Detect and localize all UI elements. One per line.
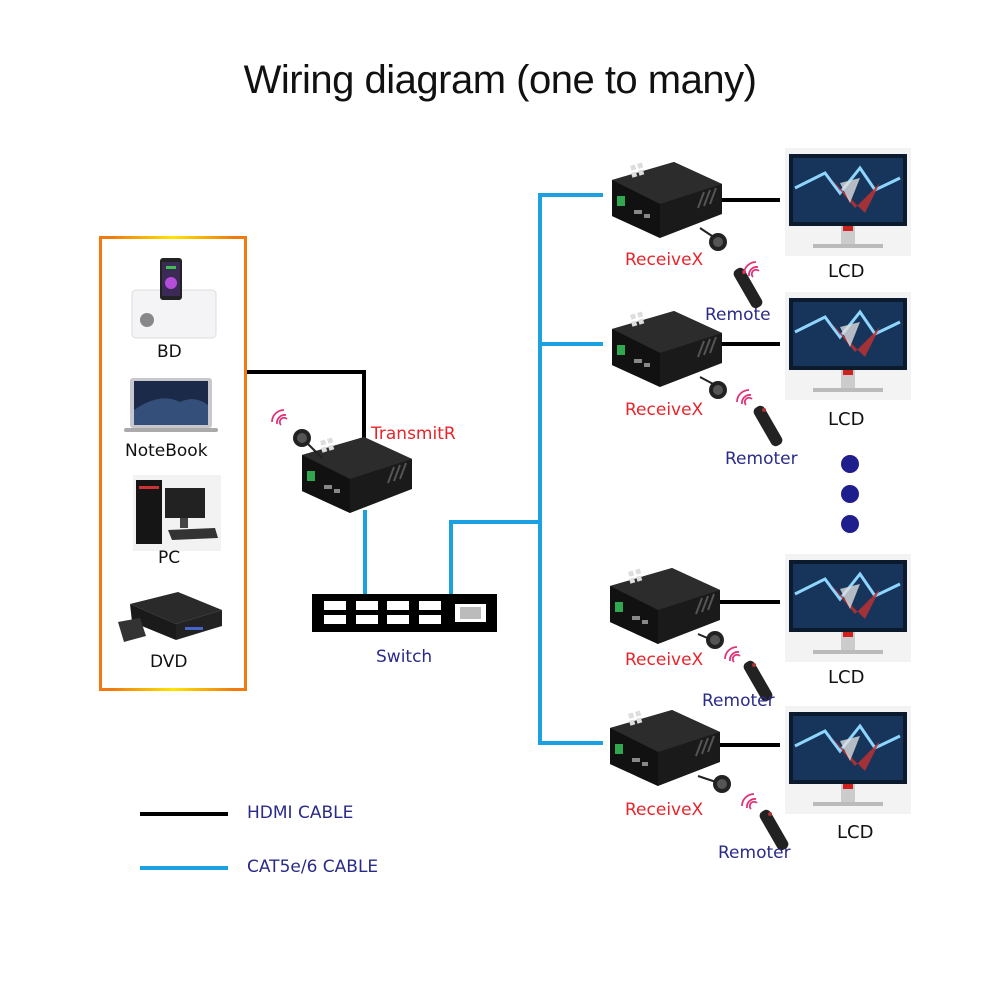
diagram-title: Wiring diagram (one to many) — [243, 58, 757, 102]
remote-label: Remoter — [702, 691, 775, 711]
receiver-label: ReceiveX — [625, 650, 704, 670]
remote-control-icon — [751, 403, 785, 449]
receiver-device-icon — [609, 567, 721, 645]
transmitter-label: TransmitR — [371, 424, 456, 444]
network-switch-icon — [312, 594, 497, 632]
receiver-ir-sensor-icon — [697, 631, 724, 649]
lcd-monitor-icon — [783, 146, 913, 258]
docking-station-icon — [131, 258, 217, 339]
receiver-ir-sensor-icon — [699, 227, 727, 251]
source-devices-group — [99, 236, 247, 691]
ir-signal-waves-icon — [271, 409, 288, 426]
remote-label: Remote — [705, 305, 771, 325]
lcd-monitor-icon — [783, 290, 913, 402]
lcd-label: LCD — [828, 409, 865, 430]
receiver-ir-sensor-icon — [699, 376, 727, 399]
ir-signal-waves-icon — [736, 389, 753, 406]
legend-hdmi-label: HDMI CABLE — [247, 803, 354, 823]
ellipsis-dot-icon — [841, 515, 859, 533]
legend-cat-swatch — [140, 866, 228, 870]
receiver-label: ReceiveX — [625, 250, 704, 270]
legend-hdmi-swatch — [140, 812, 228, 816]
hdmi-cable-source-to-transmitter — [247, 370, 366, 445]
ellipsis-dot-icon — [841, 485, 859, 503]
source-label-notebook: NoteBook — [125, 441, 208, 461]
ir-signal-waves-icon — [724, 646, 741, 663]
cat-cable-switch-to-trunk — [449, 520, 540, 596]
lcd-label: LCD — [828, 261, 865, 282]
source-label-dvd: DVD — [150, 652, 188, 672]
receiver-label: ReceiveX — [625, 800, 704, 820]
lcd-label: LCD — [828, 667, 865, 688]
lcd-label: LCD — [837, 822, 874, 843]
receiver-device-icon — [611, 161, 723, 239]
receiver-label: ReceiveX — [625, 400, 704, 420]
ellipsis-dot-icon — [841, 455, 859, 473]
source-label-pc: PC — [158, 548, 181, 568]
legend-cat-label: CAT5e/6 CABLE — [247, 857, 379, 877]
receiver-ir-sensor-icon — [697, 775, 731, 793]
ir-signal-waves-icon — [741, 793, 758, 810]
receiver-device-icon — [609, 709, 721, 787]
remote-label: Remoter — [718, 843, 791, 863]
source-label-bd: BD — [157, 342, 182, 362]
remote-control-icon — [731, 265, 765, 311]
remote-label: Remoter — [725, 449, 798, 469]
dvd-player-icon — [118, 592, 222, 642]
transmitter-ir-sensor-icon — [293, 429, 323, 459]
switch-label: Switch — [376, 647, 433, 667]
lcd-monitor-icon — [783, 552, 913, 664]
lcd-monitor-icon — [783, 704, 913, 816]
desktop-pc-icon — [133, 475, 221, 551]
laptop-icon — [124, 378, 218, 432]
transmitter-device-icon — [301, 436, 413, 514]
